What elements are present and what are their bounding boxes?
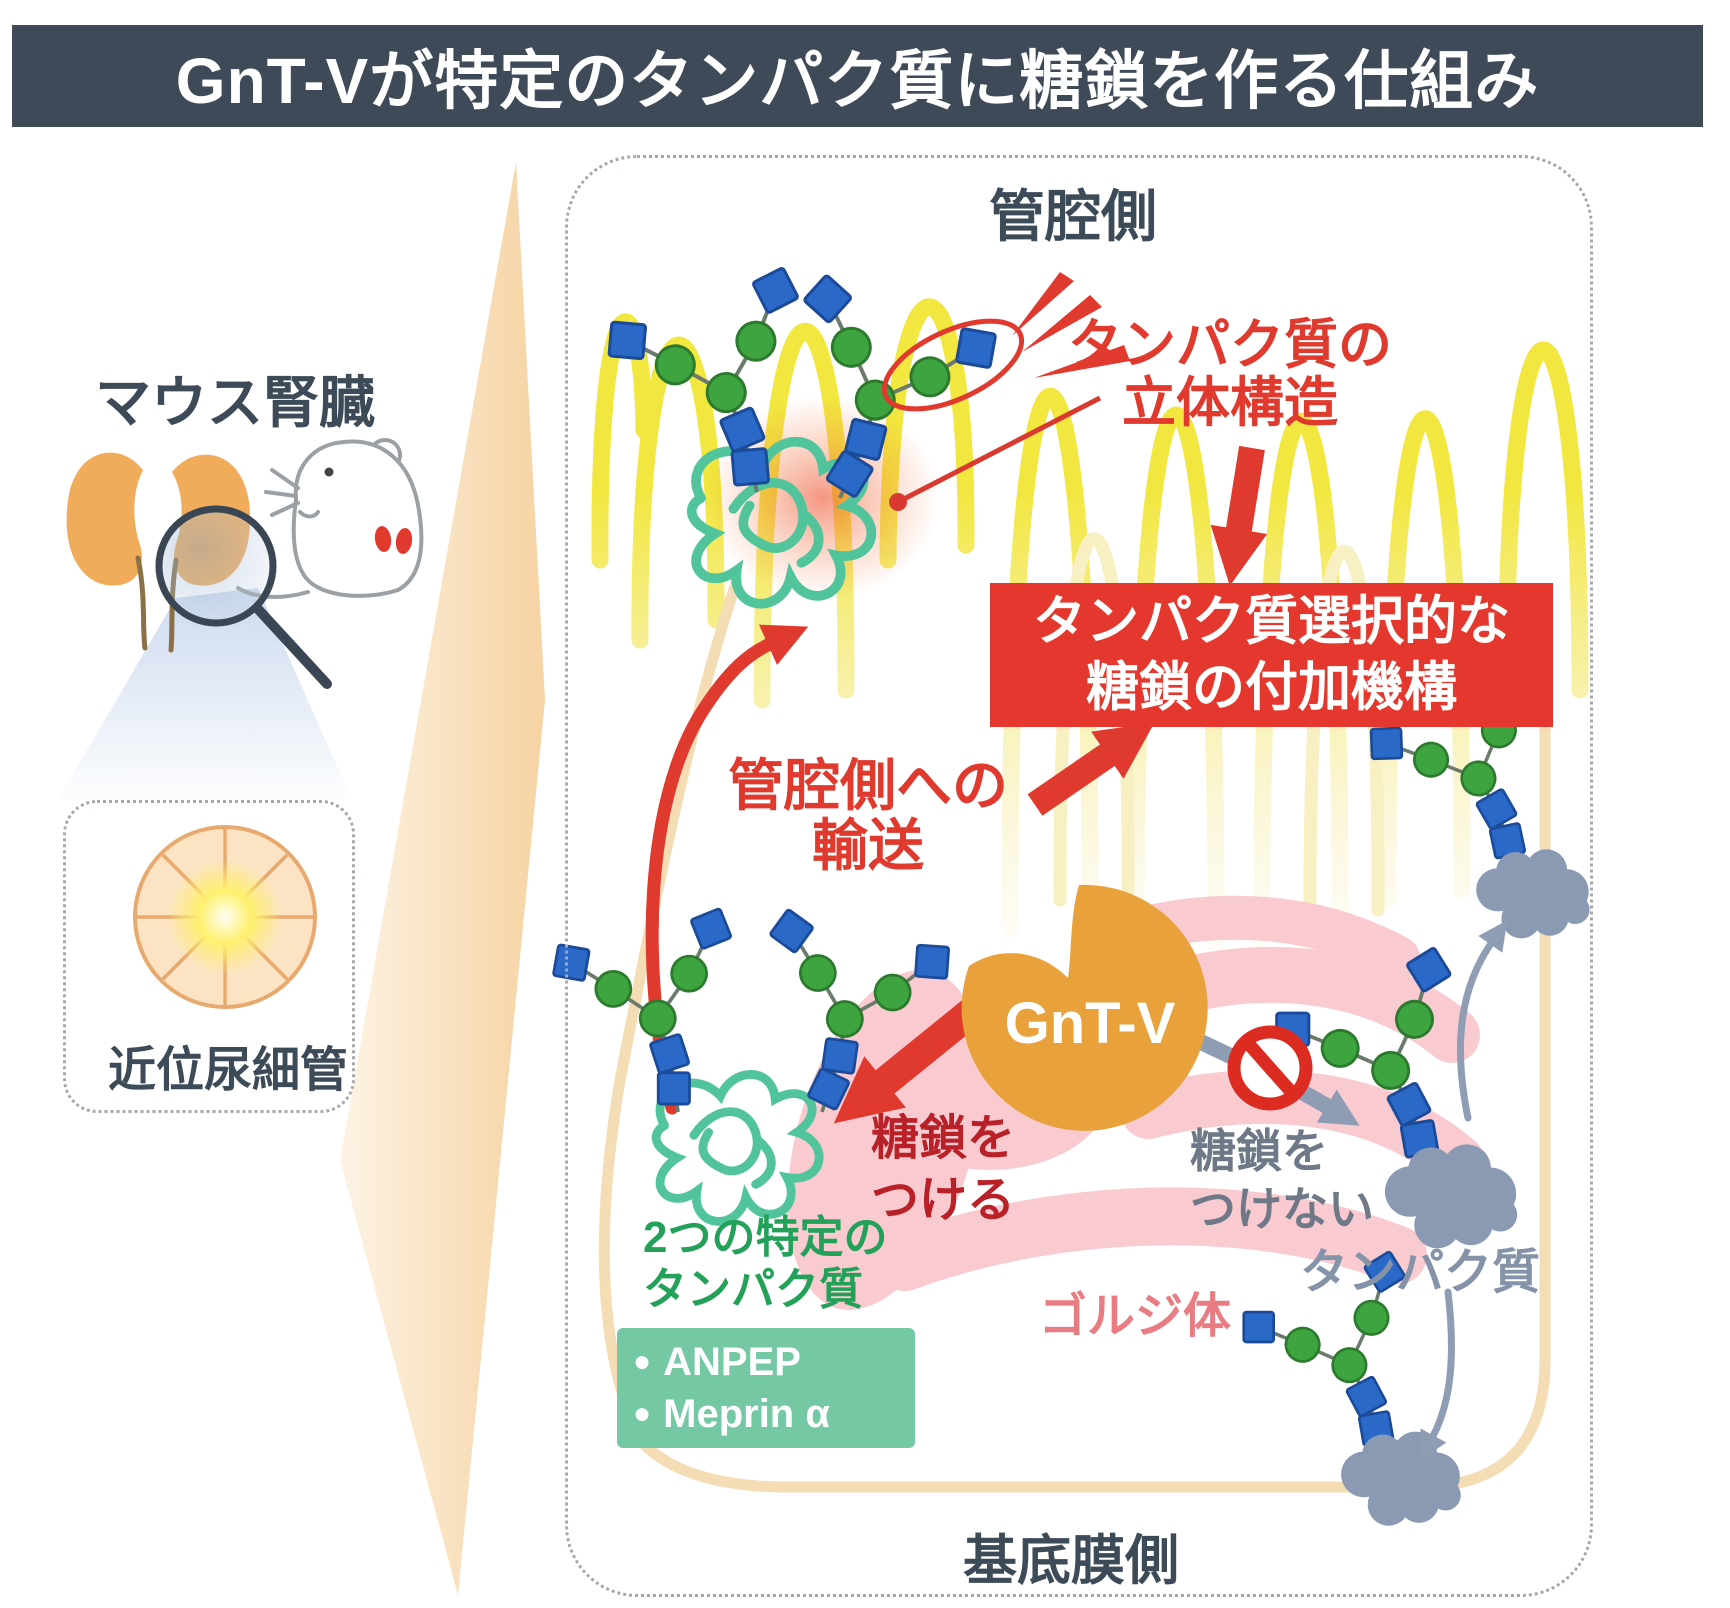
gnt-v-enzyme: [961, 884, 1208, 1131]
transport-line1: 管腔側への: [728, 754, 1008, 817]
mechanism-line2: 糖鎖の付加機構: [1086, 658, 1457, 717]
page-title: GnT-Vが特定のタンパク質に糖鎖を作る仕組み: [175, 45, 1540, 117]
bullet-icon: ●: [633, 1397, 652, 1430]
attach-line2: つける: [870, 1174, 1016, 1227]
no-attach-label: 糖鎖を つけない: [1190, 1122, 1374, 1238]
structure-annotation-line2: 立体構造: [1122, 373, 1338, 433]
prohibition-icon: [1227, 1025, 1313, 1111]
mechanism-line1: タンパク質選択的な: [1033, 592, 1510, 651]
magnifier-icon: [155, 505, 332, 689]
to-basal-gray-arrow: [1419, 1288, 1455, 1462]
protein-list-item: ● ANPEP: [633, 1341, 915, 1383]
kidney-label: マウス腎臓: [95, 371, 375, 434]
tubule-label: 近位尿細管: [107, 1044, 349, 1097]
structure-annotation-marks: [881, 272, 1130, 511]
transport-line2: 輸送: [812, 814, 924, 877]
no-attach-line1: 糖鎖を: [1190, 1125, 1328, 1177]
golgi-label: ゴルジ体: [1038, 1290, 1232, 1343]
zoom-wedge: [340, 162, 545, 1595]
protein-name-meprin: Meprin α: [663, 1392, 830, 1436]
mouse-illustration: [236, 438, 424, 599]
specific-proteins-line1: 2つの特定の: [643, 1213, 888, 1262]
gray-protein-label: タンパク質: [1299, 1246, 1541, 1299]
attach-line1: 糖鎖を: [870, 1112, 1016, 1165]
protein-list-item: ● Meprin α: [633, 1393, 915, 1435]
enzyme-label: GnT-V: [1004, 991, 1176, 1056]
basal-side-label: 基底膜側: [963, 1531, 1179, 1591]
to-apical-gray-arrow: [1457, 920, 1508, 1122]
title-bar: GnT-Vが特定のタンパク質に糖鎖を作る仕組み: [12, 25, 1703, 127]
structure-down-arrow: [1210, 445, 1268, 586]
specific-proteins-label: 2つの特定の タンパク質: [643, 1212, 887, 1316]
cell-membrane: [598, 574, 1551, 1493]
attach-label: 糖鎖を つける: [871, 1108, 1015, 1232]
bullet-icon: ●: [633, 1345, 652, 1378]
protein-list-box: ● ANPEP ● Meprin α: [617, 1328, 915, 1448]
protein-name-anpep: ANPEP: [663, 1340, 801, 1384]
no-attach-line2: つけない: [1190, 1183, 1374, 1235]
gray-protein-bottom: [1341, 1431, 1461, 1526]
apical-side-label: 管腔側: [989, 185, 1157, 248]
specific-proteins-line2: タンパク質: [643, 1265, 863, 1314]
structure-annotation-line1: タンパク質の: [1068, 315, 1392, 375]
tubule-circle: [133, 825, 317, 1009]
gray-protein-top: [1476, 849, 1590, 939]
to-mechanism-arrow: [1027, 722, 1155, 816]
transport-label: 管腔側への 輸送: [728, 756, 1008, 876]
structure-annotation: タンパク質の 立体構造: [1068, 316, 1392, 432]
magnifier-beam: [58, 588, 352, 800]
mechanism-box: タンパク質選択的な 糖鎖の付加機構: [990, 583, 1553, 727]
